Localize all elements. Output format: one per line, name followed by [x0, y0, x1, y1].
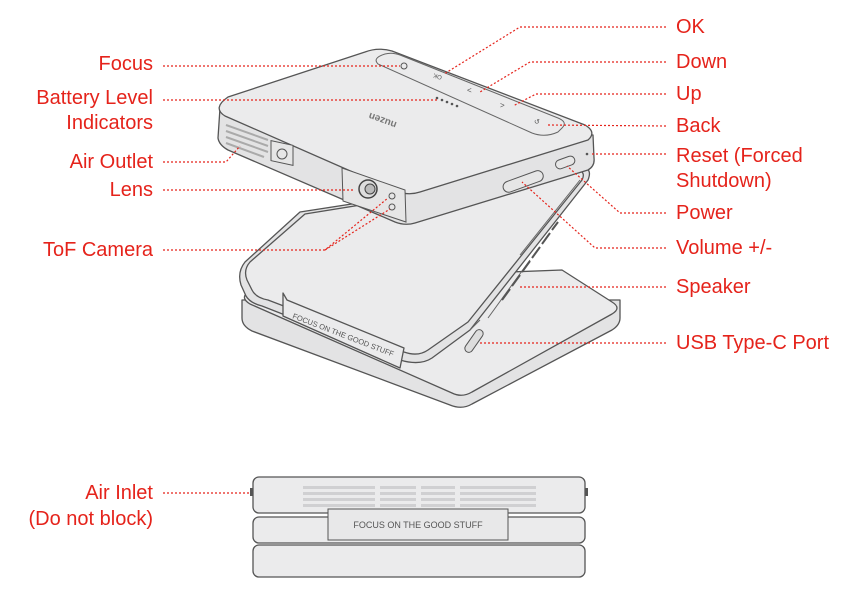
up-key-icon: > [500, 101, 505, 110]
label-power: Power [676, 202, 733, 224]
usb-c-port [464, 329, 484, 353]
projector-body: nuzen OK < > ↺ [217, 48, 595, 225]
label-battery-1: Battery Level [36, 87, 153, 109]
bottom-view: FOCUS ON THE GOOD STUFF [250, 476, 588, 578]
speaker-grille [501, 221, 559, 301]
stand-panel [239, 167, 591, 364]
label-reset-1: Reset (Forced [676, 145, 803, 167]
reset-hole [585, 152, 589, 156]
label-ok: OK [676, 16, 705, 38]
label-focus: Focus [98, 53, 153, 75]
label-up: Up [676, 83, 702, 105]
label-battery-2: Indicators [66, 112, 153, 134]
down-key-icon: < [467, 86, 472, 95]
label-speaker: Speaker [676, 276, 751, 298]
focus-button-icon [400, 62, 408, 70]
power-button [555, 155, 576, 170]
bottom-stand-label-text: FOCUS ON THE GOOD STUFF [353, 520, 483, 530]
air-inlet-vents [303, 486, 536, 507]
label-usb: USB Type-C Port [676, 332, 830, 354]
label-back: Back [676, 115, 721, 137]
leader-lines [163, 26, 667, 494]
label-air-inlet-2: (Do not block) [28, 508, 154, 530]
air-outlet-vents [225, 124, 269, 158]
volume-button [502, 170, 544, 193]
label-air-outlet: Air Outlet [69, 151, 153, 173]
label-reset-2: Shutdown) [676, 170, 772, 192]
label-down: Down [676, 51, 728, 73]
label-tof-camera: ToF Camera [42, 239, 153, 261]
battery-level-dots [435, 96, 459, 108]
label-air-inlet-1: Air Inlet [85, 482, 153, 504]
label-lens: Lens [109, 179, 153, 201]
ok-key-label: OK [433, 71, 443, 80]
back-key-icon: ↺ [534, 119, 540, 126]
label-volume: Volume +/- [676, 237, 773, 259]
tof-camera-icon [388, 192, 396, 200]
